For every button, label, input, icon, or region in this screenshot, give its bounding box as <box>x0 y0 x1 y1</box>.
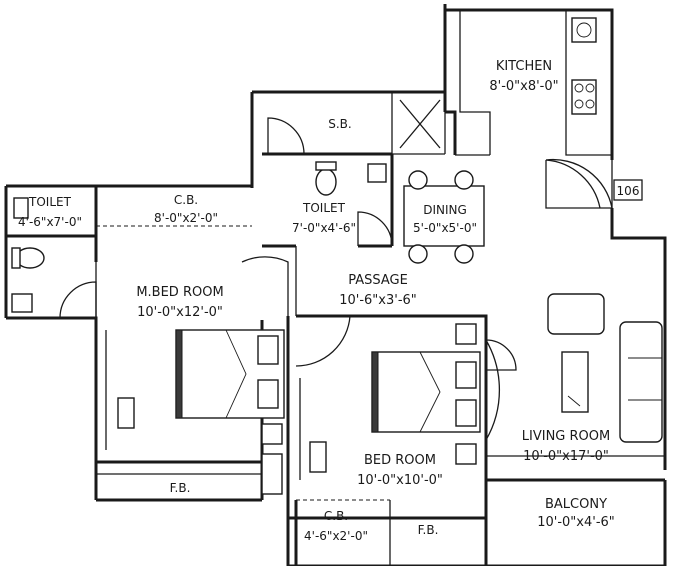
doors <box>59 117 613 443</box>
bed-name: BED ROOM <box>364 453 436 468</box>
room-labels: KITCHEN 8'-0"x8'-0" S.B. TOILET 4'-6"x7'… <box>18 59 615 543</box>
living-furniture <box>547 293 663 443</box>
unit-number-box <box>613 179 643 201</box>
toilet-mid-size: 7'-0"x4'-6" <box>292 221 356 235</box>
cb-top-size: 8'-0"x2'-0" <box>154 211 218 225</box>
cb-top-name: C.B. <box>174 193 198 207</box>
inner-lines <box>95 10 665 566</box>
kitchen-size: 8'-0"x8'-0" <box>489 79 558 94</box>
toilet-mid-name: TOILET <box>302 201 346 215</box>
balcony-size: 10'-0"x4'-6" <box>537 515 615 530</box>
dining-name: DINING <box>423 203 467 217</box>
bed-size: 10'-0"x10'-0" <box>357 473 443 488</box>
passage-name: PASSAGE <box>348 273 408 288</box>
dining-set <box>403 170 485 264</box>
cb-bottom-size: 4'-6"x2'-0" <box>304 529 368 543</box>
balcony-name: BALCONY <box>545 497 607 512</box>
unit-number: 106 <box>617 184 640 198</box>
passage-size: 10'-6"x3'-6" <box>339 293 417 308</box>
fb-bottom-name: F.B. <box>418 523 439 537</box>
kitchen-name: KITCHEN <box>496 59 552 74</box>
living-name: LIVING ROOM <box>522 429 610 444</box>
living-size: 10'-0"x17'-0" <box>523 449 609 464</box>
bedroom-bed <box>261 323 481 495</box>
toilet-left-name: TOILET <box>28 195 72 209</box>
master-bed-size: 10'-0"x12'-0" <box>137 305 223 320</box>
toilet-fixtures <box>11 161 387 313</box>
dining-size: 5'-0"x5'-0" <box>413 221 477 235</box>
kitchen-fixtures <box>571 17 597 115</box>
fb-left-name: F.B. <box>170 481 191 495</box>
toilet-left-size: 4'-6"x7'-0" <box>18 215 82 229</box>
master-bed <box>117 329 285 445</box>
sb-name: S.B. <box>328 117 351 131</box>
cb-bottom-name: C.B. <box>324 509 348 523</box>
master-bed-name: M.BED ROOM <box>136 285 223 300</box>
